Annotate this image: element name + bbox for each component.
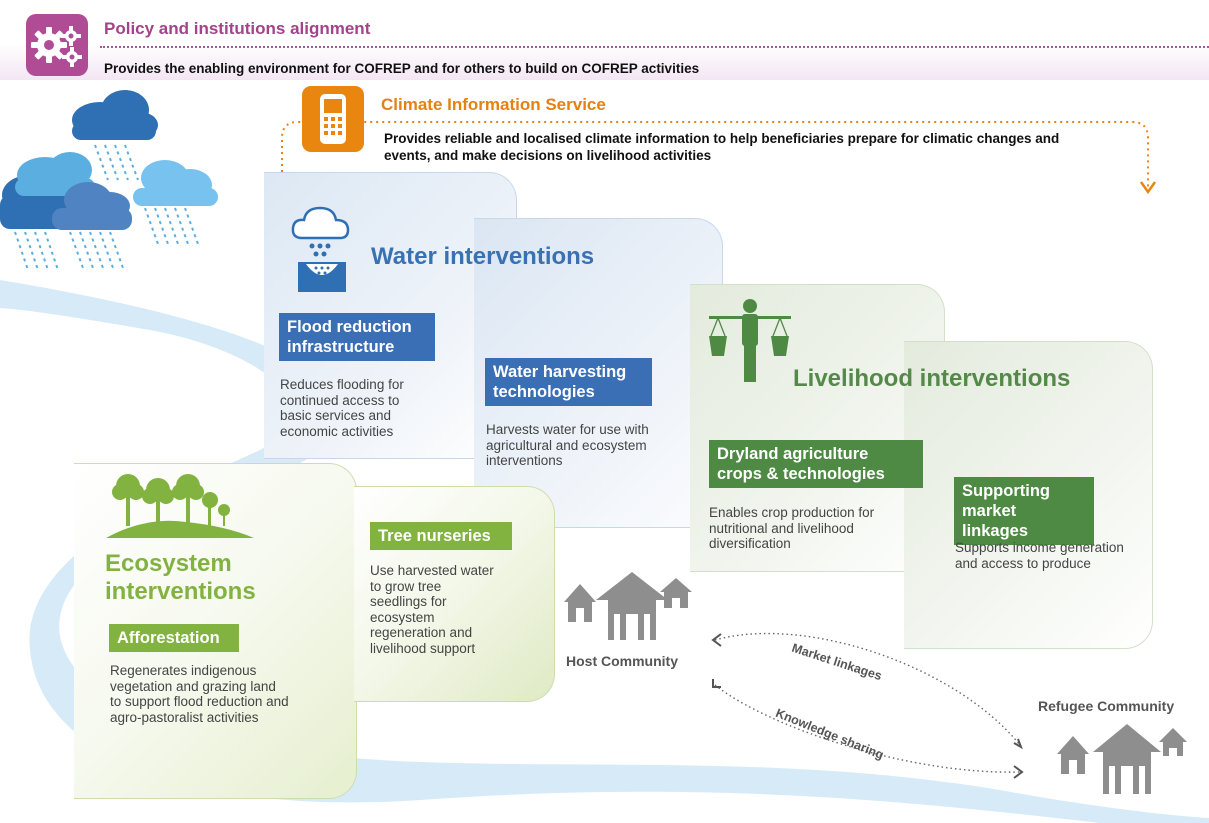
tree-nurseries-description: Use harvested water to grow tree seedlin…	[370, 563, 494, 656]
trees-icon	[106, 474, 254, 538]
host-community-label: Host Community	[566, 653, 678, 669]
farmer-baskets-icon	[709, 299, 791, 382]
climate-info-title: Climate Information Service	[381, 95, 606, 114]
tree-nurseries-tag: Tree nurseries	[370, 522, 512, 550]
policy-divider	[100, 46, 1209, 48]
livelihood-panel-1	[690, 284, 945, 572]
climate-info-description: Provides reliable and localised climate …	[384, 131, 1060, 163]
flood-reduction-description: Reduces flooding for continued access to…	[280, 377, 404, 439]
afforestation-tag: Afforestation	[109, 624, 239, 652]
rain-clouds-icon	[0, 90, 218, 271]
phone-icon	[302, 86, 364, 152]
afforestation-description: Regenerates indigenous vegetation and gr…	[110, 663, 289, 725]
livelihood-title: Livelihood interventions	[793, 365, 1071, 392]
water-tank-icon	[298, 262, 346, 292]
water-title: Water interventions	[371, 243, 595, 270]
policy-band	[0, 0, 1209, 80]
refugee-community-huts	[1057, 724, 1187, 794]
community-links	[711, 632, 1024, 779]
flood-reduction-tag: Flood reduction infrastructure	[279, 313, 435, 361]
gears-icon	[26, 14, 88, 76]
dryland-agriculture-tag: Dryland agriculture crops & technologies	[709, 440, 923, 488]
market-linkages-description: Supports income generation and access to…	[955, 540, 1124, 571]
market-linkages-tag: Supporting market linkages	[954, 477, 1094, 545]
policy-title: Policy and institutions alignment	[104, 19, 371, 38]
water-harvesting-tag: Water harvesting technologies	[485, 358, 652, 406]
rain-cloud-icon	[291, 206, 350, 257]
ecosystem-title: Ecosystem interventions	[105, 550, 256, 605]
refugee-community-label: Refugee Community	[1038, 698, 1175, 714]
policy-description: Provides the enabling environment for CO…	[104, 61, 700, 76]
water-harvesting-description: Harvests water for use with agricultural…	[486, 422, 649, 468]
dryland-agriculture-description: Enables crop production for nutritional …	[709, 505, 875, 551]
host-community-huts	[564, 572, 692, 640]
